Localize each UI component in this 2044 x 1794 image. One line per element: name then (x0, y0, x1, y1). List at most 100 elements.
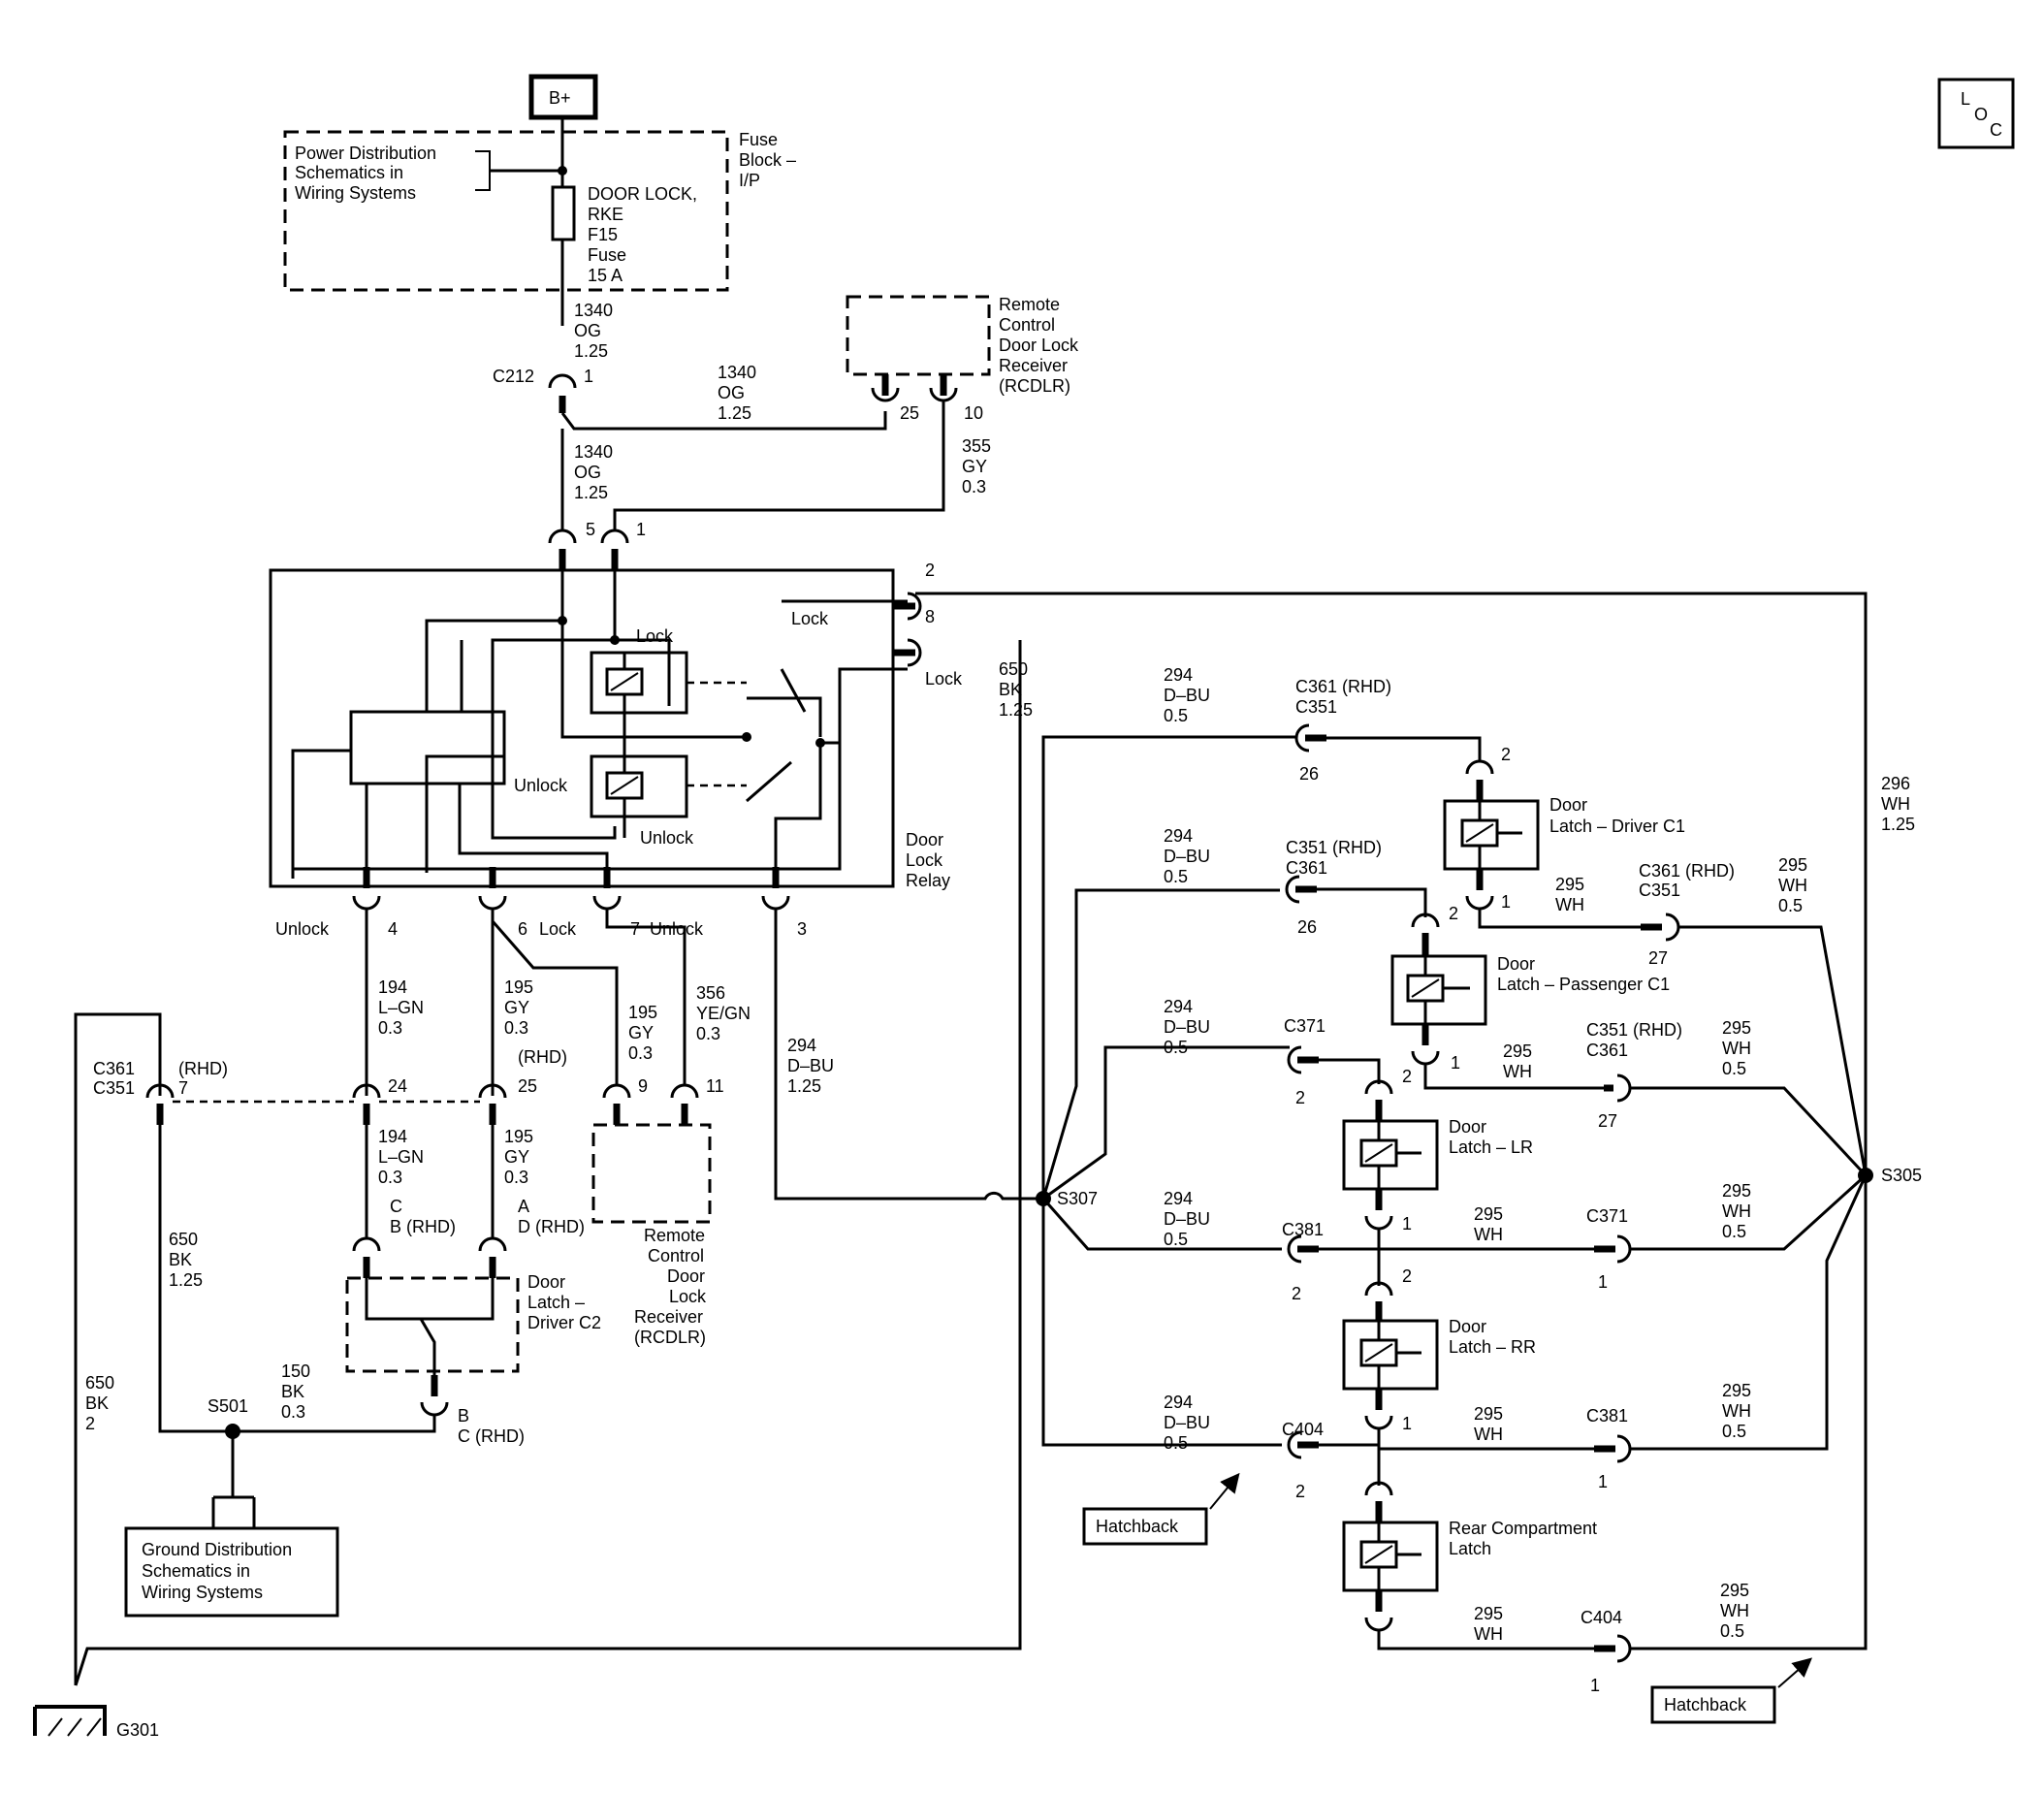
svg-text:Unlock: Unlock (650, 919, 704, 939)
door-latch-lr: Door Latch – LR 1 (1342, 1117, 1533, 1233)
svg-text:WH: WH (1474, 1425, 1503, 1444)
svg-text:L: L (1961, 89, 1970, 109)
svg-text:Door: Door (906, 830, 943, 849)
svg-text:C351 (RHD): C351 (RHD) (1286, 838, 1382, 857)
svg-text:0.5: 0.5 (1722, 1422, 1746, 1441)
relay-connector-bottom: Unlock 4 6 Lock 7 Unlock 3 (275, 867, 807, 939)
svg-text:6: 6 (518, 919, 527, 939)
svg-text:5: 5 (586, 520, 595, 539)
wire-label-295-3a: 295 WH (1474, 1204, 1503, 1244)
svg-text:0.5: 0.5 (1778, 896, 1803, 915)
wire-label-295-2a: 295 WH (1503, 1041, 1532, 1081)
svg-text:2: 2 (1501, 745, 1511, 764)
svg-text:4: 4 (388, 919, 398, 939)
wire-label-295-1b: 295 WH 0.5 (1778, 855, 1807, 915)
svg-text:GY: GY (504, 998, 529, 1017)
passenger-c1-bottom-connector: C351 (RHD) C361 27 (1586, 1020, 1682, 1131)
svg-text:2: 2 (1295, 1482, 1305, 1501)
wire-label-356: 356 YE/GN 0.3 (696, 983, 751, 1043)
svg-text:650: 650 (169, 1230, 198, 1249)
svg-text:Door: Door (1449, 1117, 1486, 1137)
svg-text:0.3: 0.3 (504, 1168, 528, 1187)
svg-text:26: 26 (1299, 764, 1319, 784)
wire-label-295-5b: 295 WH 0.5 (1720, 1581, 1749, 1641)
svg-text:1: 1 (1598, 1272, 1608, 1292)
battery-terminal: B+ (528, 74, 598, 120)
svg-text:Door: Door (667, 1266, 705, 1286)
svg-text:27: 27 (1648, 948, 1668, 968)
svg-text:Unlock: Unlock (514, 776, 568, 795)
svg-text:0.3: 0.3 (378, 1168, 402, 1187)
svg-text:WH: WH (1722, 1201, 1751, 1221)
door-latch-driver-c1: Door Latch – Driver C1 1 (1443, 795, 1685, 912)
svg-text:295: 295 (1555, 875, 1584, 894)
svg-text:25: 25 (900, 403, 919, 423)
svg-text:Lock: Lock (539, 919, 577, 939)
svg-text:Remote: Remote (999, 295, 1060, 314)
wire-label-150: 150 BK 0.3 (281, 1362, 310, 1422)
svg-text:0.3: 0.3 (696, 1024, 720, 1043)
svg-text:S307: S307 (1057, 1189, 1098, 1208)
svg-text:F15: F15 (588, 225, 618, 244)
svg-text:GY: GY (504, 1147, 529, 1167)
svg-text:1.25: 1.25 (574, 483, 608, 502)
svg-text:C: C (1990, 120, 2002, 140)
svg-text:0.5: 0.5 (1164, 1038, 1188, 1057)
wire-label-195-c: 195 GY 0.3 (504, 1127, 533, 1187)
wire-label-1340-b: 1340 OG 1.25 (718, 363, 756, 423)
svg-text:355: 355 (962, 436, 991, 456)
svg-text:Door Lock: Door Lock (999, 336, 1079, 355)
rhd-label: (RHD) (518, 1047, 567, 1067)
svg-text:7: 7 (178, 1078, 188, 1098)
wire-label-295-3b: 295 WH 0.5 (1722, 1181, 1751, 1241)
svg-text:Latch – RR: Latch – RR (1449, 1337, 1536, 1357)
svg-text:Unlock: Unlock (640, 828, 694, 848)
svg-text:Lock: Lock (636, 626, 674, 646)
svg-text:Control: Control (648, 1246, 704, 1265)
door-latch-passenger-c1: Door Latch – Passenger C1 1 (1390, 954, 1670, 1073)
svg-text:Lock: Lock (669, 1287, 707, 1306)
svg-text:A: A (518, 1197, 529, 1216)
svg-text:Lock: Lock (906, 850, 943, 870)
svg-text:1.25: 1.25 (169, 1270, 203, 1290)
driver-c2-connectors: C B (RHD) A D (RHD) (352, 1197, 585, 1278)
svg-text:Latch –: Latch – (527, 1293, 585, 1312)
svg-text:15 A: 15 A (588, 266, 623, 285)
svg-text:BK: BK (281, 1382, 304, 1401)
svg-text:0.5: 0.5 (1164, 867, 1188, 886)
svg-text:WH: WH (1503, 1062, 1532, 1081)
svg-text:294: 294 (787, 1036, 816, 1055)
svg-text:Door: Door (1549, 795, 1587, 815)
svg-text:2: 2 (1295, 1088, 1305, 1107)
svg-text:650: 650 (999, 659, 1028, 679)
svg-text:3: 3 (797, 919, 807, 939)
svg-text:295: 295 (1722, 1018, 1751, 1038)
svg-text:(RCDLR): (RCDLR) (634, 1328, 706, 1347)
svg-text:C: C (390, 1197, 402, 1216)
svg-text:Hatchback: Hatchback (1096, 1517, 1179, 1536)
svg-text:L–GN: L–GN (378, 998, 424, 1017)
svg-text:27: 27 (1598, 1111, 1617, 1131)
svg-text:295: 295 (1474, 1404, 1503, 1424)
lr-bottom-connector: C371 1 (1586, 1206, 1632, 1292)
ground-g301: G301 (33, 1705, 159, 1740)
svg-text:Ground Distribution: Ground Distribution (142, 1540, 292, 1559)
wire-label-295-4b: 295 WH 0.5 (1722, 1381, 1751, 1441)
svg-text:2: 2 (1292, 1284, 1301, 1303)
svg-text:WH: WH (1474, 1225, 1503, 1244)
svg-text:Door: Door (1449, 1317, 1486, 1336)
wire-label-1340-c: 1340 OG 1.25 (574, 442, 613, 502)
svg-text:0.3: 0.3 (962, 477, 986, 497)
svg-text:1: 1 (636, 520, 646, 539)
svg-text:BK: BK (999, 680, 1022, 699)
svg-text:C351: C351 (1295, 697, 1337, 717)
svg-text:Receiver: Receiver (999, 356, 1068, 375)
svg-text:Remote: Remote (644, 1226, 705, 1245)
svg-text:Schematics in: Schematics in (142, 1561, 250, 1581)
rear-compartment-latch: Rear Compartment Latch (1342, 1519, 1597, 1632)
rear-top-connector: C404 2 (1282, 1420, 1393, 1522)
svg-text:1: 1 (1402, 1414, 1412, 1433)
svg-text:295: 295 (1722, 1381, 1751, 1400)
svg-text:I/P: I/P (739, 171, 760, 190)
svg-text:Rear Compartment: Rear Compartment (1449, 1519, 1597, 1538)
